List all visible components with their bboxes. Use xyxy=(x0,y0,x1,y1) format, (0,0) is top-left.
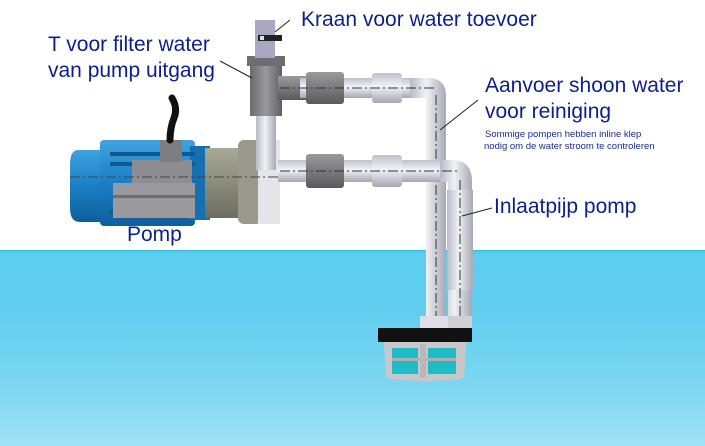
label-note-line2: nodig om de water stroom te controleren xyxy=(484,141,655,152)
inlet-filter-basket xyxy=(378,316,472,381)
water-surface xyxy=(0,250,705,446)
label-tee-line1: T voor filter water xyxy=(48,33,210,56)
label-tee-line2: van pump uitgang xyxy=(48,59,215,82)
label-note-line1: Sommige pompen hebben inline klep xyxy=(485,129,642,140)
tee-fitting xyxy=(247,56,308,116)
label-inlet-pipe: Inlaatpijp pomp xyxy=(494,195,637,218)
leader-lines xyxy=(219,19,493,217)
label-clean-supply-line1: Aanvoer shoon water xyxy=(485,74,684,97)
label-clean-supply-line2: voor reiniging xyxy=(485,100,612,123)
pump-motor xyxy=(70,94,210,226)
inlet-pipe xyxy=(278,154,473,340)
label-pump: Pomp xyxy=(127,223,182,246)
label-tap: Kraan voor water toevoer xyxy=(301,8,537,31)
outlet-pipe xyxy=(256,110,276,170)
tap-valve xyxy=(255,20,282,58)
clean-water-pipe xyxy=(280,72,446,340)
